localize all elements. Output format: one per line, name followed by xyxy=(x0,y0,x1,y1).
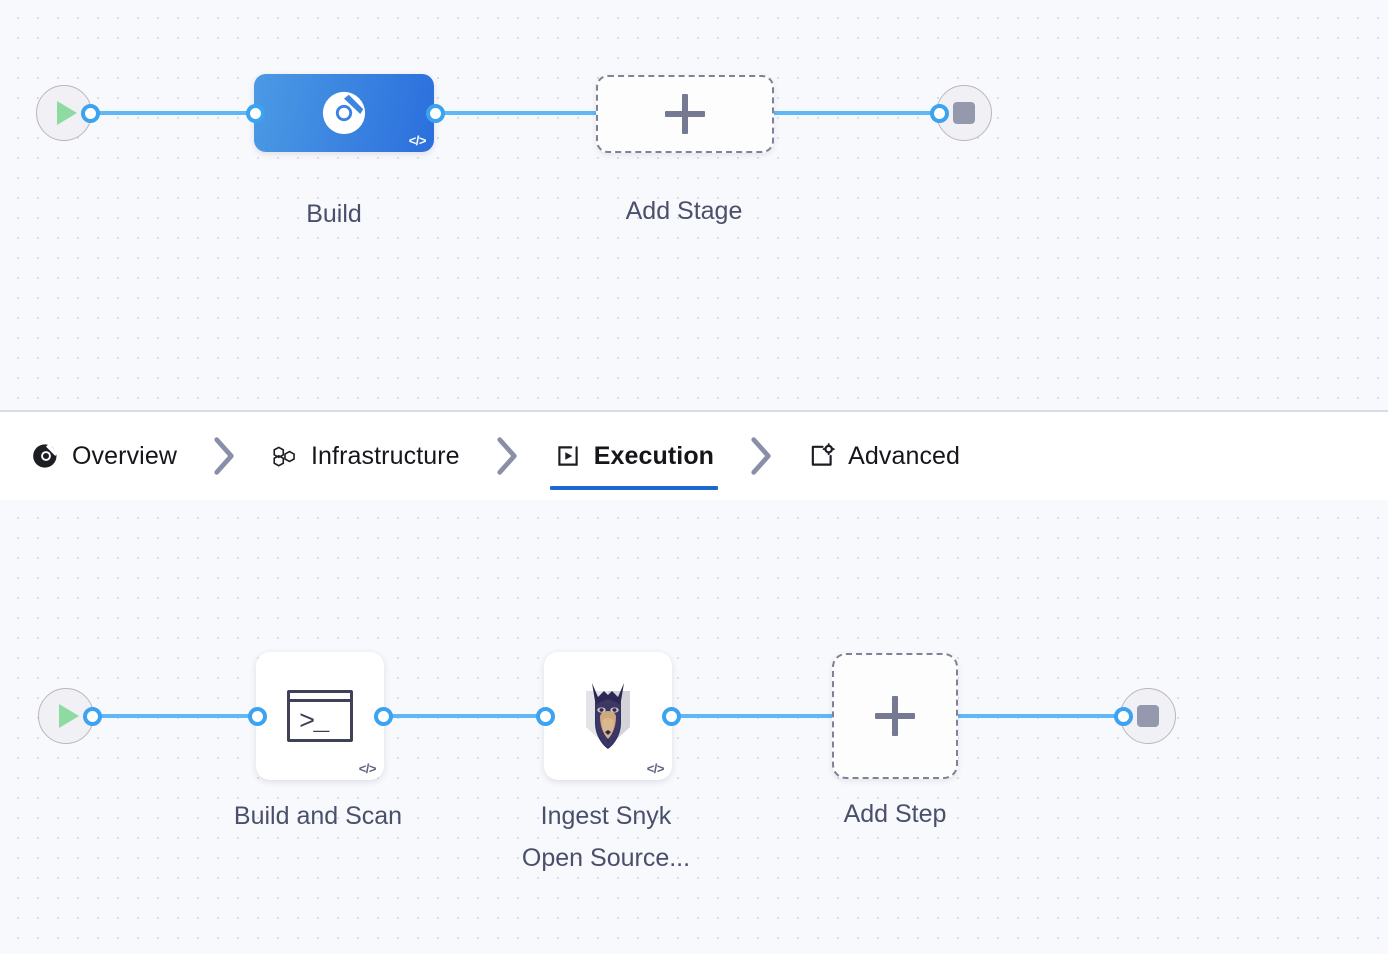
add-step-button[interactable] xyxy=(832,653,958,779)
overview-icon xyxy=(33,443,58,468)
chevron-right-icon xyxy=(751,437,771,475)
step-edge-add-end xyxy=(952,714,1132,718)
execution-steps-canvas[interactable]: >_ </> Build and Scan xyxy=(0,500,1388,954)
terminal-prompt: >_ xyxy=(299,708,329,738)
chevron-right-icon xyxy=(214,437,234,475)
add-stage-button[interactable] xyxy=(596,75,774,153)
add-step-label: Add Step xyxy=(843,800,947,828)
tab-advanced[interactable]: Advanced xyxy=(806,412,962,500)
hexagons-icon xyxy=(273,446,295,467)
step-edge-snyk-add xyxy=(664,714,844,718)
snyk-doberman-icon xyxy=(586,683,630,749)
stage-edge-start-build xyxy=(88,111,260,115)
tab-execution-label: Execution xyxy=(593,441,715,470)
stage-build-input-port[interactable] xyxy=(246,104,265,123)
step-node-ingest-snyk[interactable]: </> xyxy=(544,652,672,780)
step-edge-start-build xyxy=(90,714,266,718)
stage-end-port[interactable] xyxy=(930,104,949,123)
stop-icon xyxy=(1137,705,1159,727)
stage-node-build[interactable]: </> xyxy=(254,74,434,152)
tab-overview-label: Overview xyxy=(72,441,177,470)
step-build-output-port[interactable] xyxy=(374,707,393,726)
stage-node-build-label: Build xyxy=(306,200,362,228)
step-start-port[interactable] xyxy=(83,707,102,726)
tab-advanced-label: Advanced xyxy=(848,441,961,470)
step-end-port[interactable] xyxy=(1114,707,1133,726)
plus-icon xyxy=(665,94,705,134)
step-snyk-output-port[interactable] xyxy=(662,707,681,726)
play-box-icon xyxy=(557,446,578,466)
tab-execution[interactable]: Execution xyxy=(549,412,719,500)
step-build-input-port[interactable] xyxy=(248,707,267,726)
code-badge: </> xyxy=(646,761,665,776)
gear-box-icon xyxy=(811,443,835,466)
tab-infrastructure-label: Infrastructure xyxy=(311,441,460,470)
terminal-title-bar xyxy=(290,693,350,702)
pane-divider xyxy=(0,410,1388,412)
chevron-right-icon xyxy=(497,437,517,475)
stage-edge-add-end xyxy=(760,111,945,115)
harness-ci-build-icon xyxy=(322,91,366,135)
tab-overview[interactable]: Overview xyxy=(30,412,179,500)
terminal-icon: >_ xyxy=(287,690,353,742)
play-icon xyxy=(59,704,79,728)
stage-config-tabs: Overview Infrastructure Execution xyxy=(0,412,1388,500)
play-icon xyxy=(57,101,77,125)
step-edge-build-snyk xyxy=(376,714,556,718)
step-node-build-and-scan[interactable]: >_ </> xyxy=(256,652,384,780)
step-end-node[interactable] xyxy=(1120,688,1176,744)
stage-start-port[interactable] xyxy=(81,104,100,123)
step-node-build-and-scan-label: Build and Scan xyxy=(233,802,403,830)
code-badge: </> xyxy=(358,761,377,776)
stage-edge-build-add xyxy=(430,111,610,115)
stage-canvas[interactable]: </> Build Add Stage xyxy=(0,0,1388,411)
stop-icon xyxy=(953,102,975,124)
tab-infrastructure[interactable]: Infrastructure xyxy=(269,412,462,500)
step-node-ingest-snyk-label: Ingest Snyk Open Source... xyxy=(521,802,691,872)
plus-icon xyxy=(875,696,915,736)
code-badge: </> xyxy=(408,133,427,148)
add-stage-label: Add Stage xyxy=(625,197,743,225)
stage-build-output-port[interactable] xyxy=(426,104,445,123)
stage-end-node[interactable] xyxy=(936,85,992,141)
step-snyk-input-port[interactable] xyxy=(536,707,555,726)
